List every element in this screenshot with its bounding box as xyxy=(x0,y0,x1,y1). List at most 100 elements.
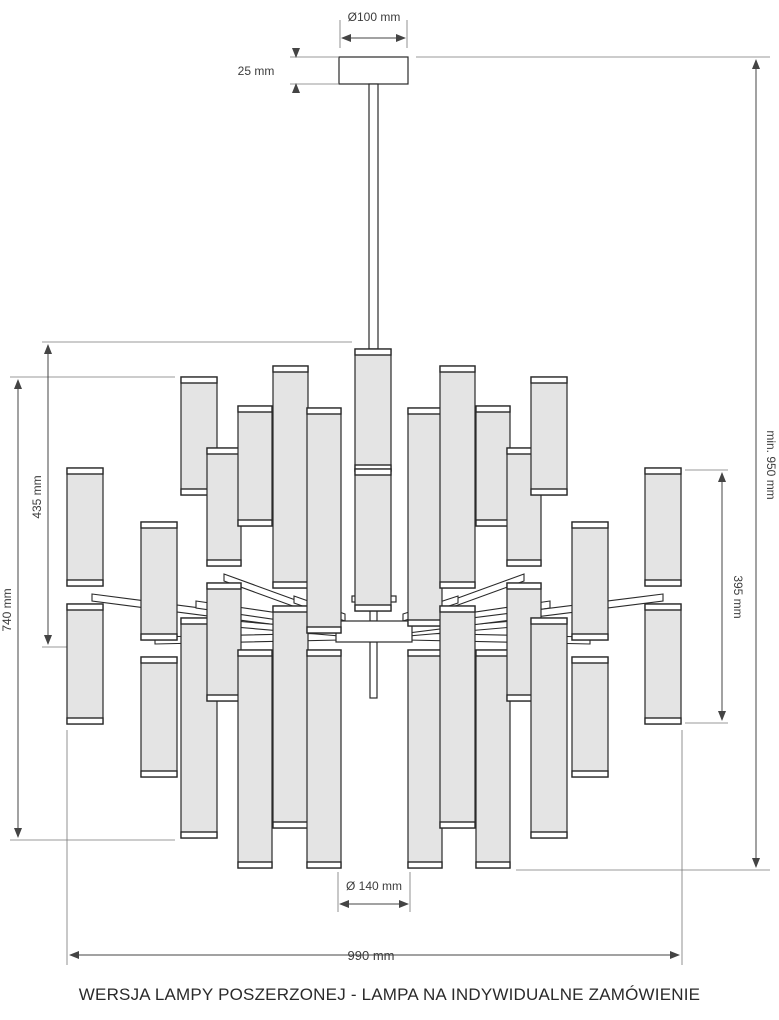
glass-tube xyxy=(206,582,242,702)
glass-tube xyxy=(644,467,682,587)
glass-tube-body xyxy=(66,467,104,587)
canopy-diameter-label: Ø100 mm xyxy=(348,10,401,24)
glass-tube-body xyxy=(306,407,342,634)
tube-bottom-cap xyxy=(354,604,392,612)
tube-bottom-cap xyxy=(66,717,104,725)
glass-tube xyxy=(140,656,178,778)
tube-bottom-cap xyxy=(475,861,511,869)
total-height-label: min. 950 mm xyxy=(764,430,778,499)
tube-top-cap xyxy=(644,603,682,611)
glass-tube-body xyxy=(354,348,392,472)
tube-top-cap xyxy=(237,405,273,413)
tube-top-cap xyxy=(180,376,218,384)
body-height-label: 740 mm xyxy=(0,588,14,631)
glass-tube-body xyxy=(237,649,273,869)
glass-tube-body xyxy=(475,649,511,869)
tube-top-cap xyxy=(272,365,309,373)
upper-height-label: 435 mm xyxy=(30,475,44,518)
tube-top-cap xyxy=(354,348,392,356)
total-width-label: 990 mm xyxy=(348,948,395,963)
glass-tube xyxy=(306,649,342,869)
tube-bottom-cap xyxy=(506,559,542,567)
glass-tube-body xyxy=(407,649,443,869)
glass-tube xyxy=(439,365,476,589)
tube-bottom-cap xyxy=(66,579,104,587)
tube-top-cap xyxy=(354,468,392,476)
glass-tube-body xyxy=(140,521,178,641)
glass-tube xyxy=(530,617,568,839)
glass-tube xyxy=(439,605,476,829)
glass-tube xyxy=(66,603,104,725)
glass-tube xyxy=(407,649,443,869)
glass-tube xyxy=(306,407,342,634)
tube-top-cap xyxy=(407,649,443,657)
tube-bottom-cap xyxy=(306,861,342,869)
tube-top-cap xyxy=(306,649,342,657)
glass-tube-body xyxy=(644,603,682,725)
tube-bottom-cap xyxy=(530,488,568,496)
glass-tube-body xyxy=(206,582,242,702)
tube-top-cap xyxy=(140,521,178,529)
glass-tube-body xyxy=(407,407,443,627)
glass-tube xyxy=(644,603,682,725)
tube-top-cap xyxy=(140,656,178,664)
dimension-lines xyxy=(14,34,760,959)
tube-top-cap xyxy=(306,407,342,415)
tube-top-cap xyxy=(475,405,511,413)
glass-tube xyxy=(237,405,273,527)
glass-tube xyxy=(237,649,273,869)
tube-bottom-cap xyxy=(644,717,682,725)
glass-tube xyxy=(407,407,443,627)
tube-bottom-cap xyxy=(530,831,568,839)
glass-tube-body xyxy=(571,521,609,641)
suspension-rod xyxy=(368,83,379,350)
glass-tube xyxy=(272,365,309,589)
glass-tube xyxy=(475,405,511,527)
glass-tube xyxy=(272,605,309,829)
glass-tube xyxy=(571,521,609,641)
tube-top-cap xyxy=(407,407,443,415)
glass-tube xyxy=(475,649,511,869)
tube-top-cap xyxy=(530,376,568,384)
tube-top-cap xyxy=(571,521,609,529)
hub-diameter-label: Ø 140 mm xyxy=(346,879,402,893)
glass-tube-body xyxy=(237,405,273,527)
tube-top-cap xyxy=(206,582,242,590)
tube-bottom-cap xyxy=(140,770,178,778)
glass-tube-body xyxy=(272,605,309,829)
glass-tube xyxy=(571,656,609,778)
glass-tube-body xyxy=(530,376,568,496)
extension-lines xyxy=(10,20,770,965)
tube-bottom-cap xyxy=(644,579,682,587)
glass-tube-body xyxy=(571,656,609,778)
tube-top-cap xyxy=(272,605,309,613)
tube-bottom-cap xyxy=(439,581,476,589)
tube-top-cap xyxy=(206,447,242,455)
tube-top-cap xyxy=(66,603,104,611)
canopy-height-label: 25 mm xyxy=(238,64,275,78)
tube-bottom-cap xyxy=(237,861,273,869)
tube-top-cap xyxy=(644,467,682,475)
tube-bottom-cap xyxy=(206,694,242,702)
tube-bottom-cap xyxy=(237,519,273,527)
tube-top-cap xyxy=(439,605,476,613)
glass-tube-body xyxy=(272,365,309,589)
ceiling-canopy xyxy=(338,56,409,85)
tube-bottom-cap xyxy=(180,831,218,839)
tube-top-cap xyxy=(439,365,476,373)
caption-text: WERSJA LAMPY POSZERZONEJ - LAMPA NA INDY… xyxy=(78,985,701,1004)
tube-top-cap xyxy=(66,467,104,475)
tube-bottom-cap xyxy=(407,861,443,869)
glass-tube-body xyxy=(644,467,682,587)
glass-tube xyxy=(206,447,242,567)
tube-bottom-cap xyxy=(571,633,609,641)
tube-top-cap xyxy=(571,656,609,664)
chandelier-drawing: Ø100 mm 25 mm min. 950 mm 740 mm 435 mm … xyxy=(0,10,778,965)
glass-tube-body xyxy=(206,447,242,567)
glass-tube xyxy=(530,376,568,496)
glass-tube-body xyxy=(140,656,178,778)
tube-bottom-cap xyxy=(407,619,443,627)
tube-height-label: 395 mm xyxy=(731,575,745,618)
tube-bottom-cap xyxy=(475,519,511,527)
glass-tube-body xyxy=(475,405,511,527)
